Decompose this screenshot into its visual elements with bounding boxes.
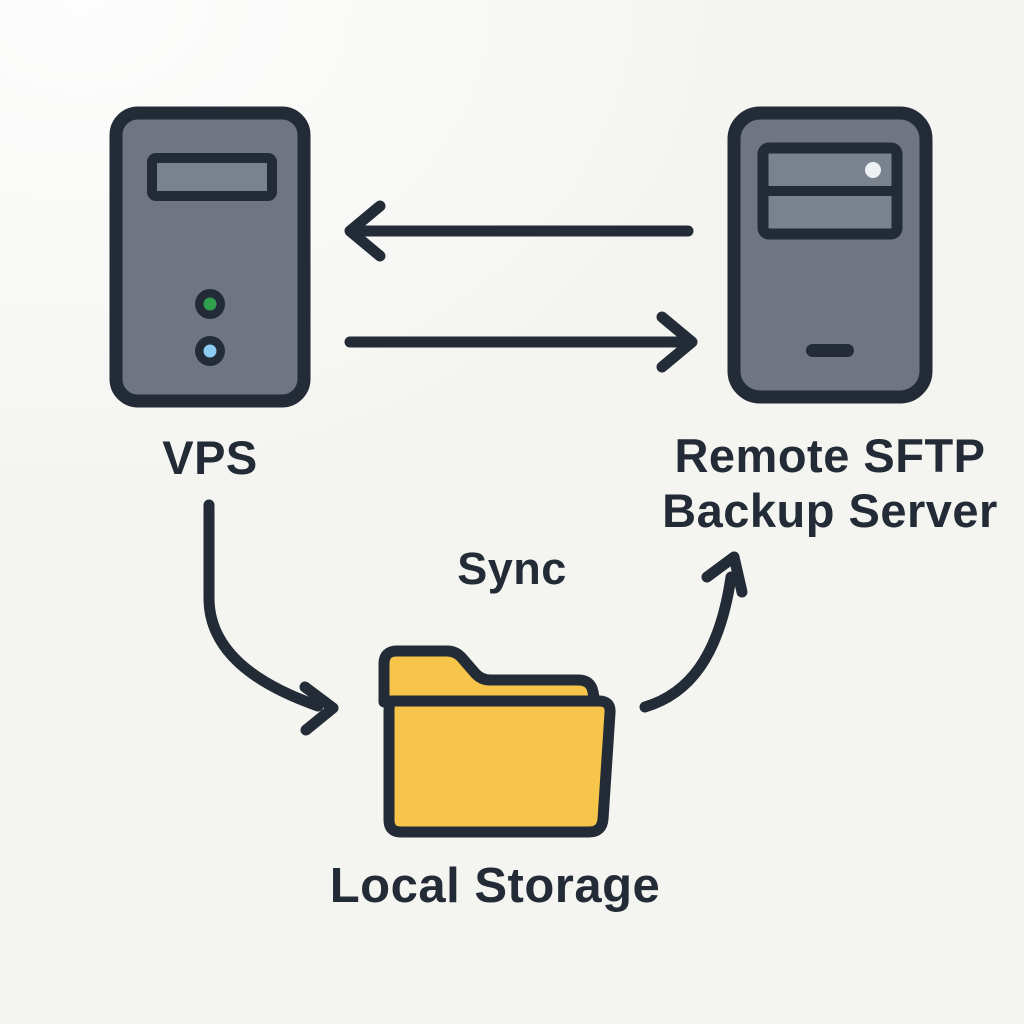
storage-to-remote-arrow [639,551,748,713]
remote-server-icon [727,106,933,404]
folder-back-tab [378,645,601,708]
vps-led-green [203,297,217,311]
vps-server-icon [109,106,311,408]
remote-server-label-line2: Backup Server [662,484,998,537]
local-storage-label: Local Storage [329,859,661,913]
remote-server-label: Remote SFTP Backup Server [640,428,1020,538]
sync-label: Sync [457,543,567,594]
remote-server-label-line1: Remote SFTP [674,429,986,482]
arrow-head-right [656,311,698,373]
vps-to-remote-arrow [344,311,698,373]
folder-icon [378,645,616,838]
remote-indicator-dot [865,162,881,178]
vps-to-storage-arrow [203,499,339,736]
folder-front-panel [383,695,616,838]
remote-to-vps-arrow [344,200,694,262]
vps-led-blue [203,344,217,358]
vps-drive-slot [147,153,277,201]
arrow-head-left [344,200,386,262]
arrow-head-curved-right [299,681,339,736]
remote-bottom-slot [806,344,854,357]
arrow-head-curved-up [701,551,748,598]
vps-label: VPS [162,431,258,484]
